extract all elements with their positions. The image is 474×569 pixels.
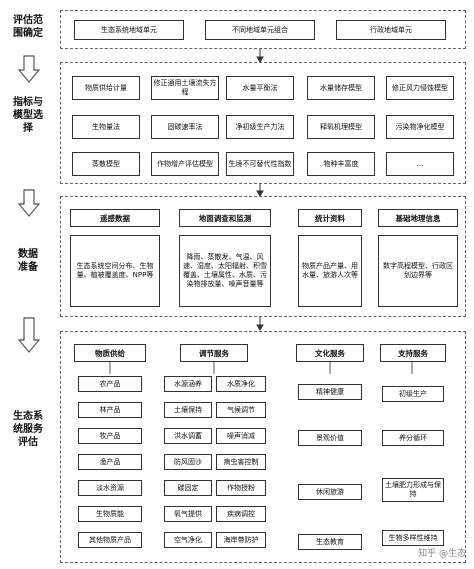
model-box: 修正通用土壤流失方程: [151, 76, 219, 100]
model-box: 污染物净化模型: [386, 115, 454, 139]
regulating-item: 海岸带防护: [216, 532, 266, 548]
data-header-geo-info: 基础地理信息: [378, 209, 458, 227]
cultural-item: 休闲旅游: [298, 484, 362, 500]
data-body-geo-info: 数字高程模型、行政区划边界等: [378, 235, 458, 307]
regulating-item: 空气净化: [164, 532, 212, 548]
scope-panel: [60, 10, 466, 49]
regulating-item: 病虫害控制: [216, 454, 266, 470]
supply-item: 生物质能: [78, 506, 142, 522]
supply-item: 淡水资源: [78, 480, 142, 496]
regulating-item: 噪声消减: [216, 428, 266, 444]
regulating-item: 水源涵养: [164, 376, 212, 392]
service-header-regulating: 调节服务: [180, 344, 248, 362]
supply-item: 渔产品: [78, 454, 142, 470]
cultural-item: 景观价值: [298, 430, 362, 446]
data-header-statistics: 统计资料: [298, 209, 362, 227]
regulating-item: 碳固定: [164, 480, 212, 496]
regulating-item: 氧气提供: [164, 506, 212, 522]
scope-box-admin-unit: 行政地域单元: [336, 20, 446, 40]
supply-item: 农产品: [78, 376, 142, 392]
scope-box-unit-combo: 不同地域单元组合: [205, 20, 315, 40]
regulating-item: 作物授粉: [216, 480, 266, 496]
model-box: 水量储存模型: [307, 76, 375, 100]
cultural-item: 精神健康: [298, 384, 362, 400]
service-panel: [60, 331, 466, 563]
model-box: 释氧机理模型: [307, 115, 375, 139]
regulating-item: 水质净化: [216, 376, 266, 392]
service-header-supply: 物质供给: [74, 344, 146, 362]
model-box: 修正风力侵蚀模型: [386, 76, 454, 100]
data-body-remote-sensing: 生态系统空间分布、生物量、植被覆盖度、NPP等: [70, 235, 160, 307]
data-header-remote-sensing: 遥感数据: [70, 209, 160, 227]
model-box: 生境不可替代性指数: [226, 152, 294, 176]
supporting-item: 生物多样性维持: [382, 530, 444, 546]
watermark: 知乎 @生态: [418, 549, 466, 559]
model-box: 作物增产评估模型: [151, 152, 219, 176]
regulating-item: 防风固沙: [164, 454, 212, 470]
model-box: 物质供给计量: [72, 76, 140, 100]
supporting-item: 土壤肥力形成与保持: [382, 478, 444, 502]
regulating-item: 土壤保持: [164, 402, 212, 418]
down-arrow-icon: [17, 55, 41, 83]
supply-item: 林产品: [78, 402, 142, 418]
model-panel: [60, 62, 466, 184]
model-box: …: [386, 152, 454, 176]
model-box: 净初级生产力法: [226, 115, 294, 139]
stage-label-scope: 评估范 围确定: [13, 15, 43, 39]
model-box: 生物量法: [72, 115, 140, 139]
stage-label-data-prep: 数据 准备: [18, 249, 38, 273]
service-header-cultural: 文化服务: [296, 344, 364, 362]
data-body-ground-survey: 降雨、蒸散发、气温、风速、湿度、太阳辐射、积雪覆盖、土壤属性、水质、污染物排放量…: [179, 235, 271, 307]
supporting-item: 初级生产: [382, 386, 444, 402]
supply-item: 牧产品: [78, 428, 142, 444]
scope-box-ecosystem-unit: 生态系统地域单元: [74, 20, 184, 40]
model-box: 固碳速率法: [151, 115, 219, 139]
down-arrow-icon: [17, 317, 41, 353]
supporting-item: 养分循环: [382, 430, 444, 446]
stage-label-assessment: 生态系 统服务 评估: [13, 411, 43, 448]
data-body-statistics: 物质产品产量、用水量、旅游人次等: [298, 235, 362, 307]
data-panel: [60, 196, 466, 317]
supply-item: 其他物质产品: [78, 532, 142, 548]
regulating-item: 洪水调蓄: [164, 428, 212, 444]
service-header-supporting: 支持服务: [380, 344, 446, 362]
down-arrow-icon: [17, 189, 41, 217]
regulating-item: 气候调节: [216, 402, 266, 418]
model-box: 蒸散模型: [72, 152, 140, 176]
model-box: 物种丰富度: [307, 152, 375, 176]
stage-label-model-selection: 指标与 模型选 择: [13, 97, 43, 134]
model-box: 水量平衡法: [226, 76, 294, 100]
cultural-item: 生态教育: [298, 534, 362, 550]
data-header-ground-survey: 地面调查和监测: [179, 209, 271, 227]
regulating-item: 疾病调控: [216, 506, 266, 522]
